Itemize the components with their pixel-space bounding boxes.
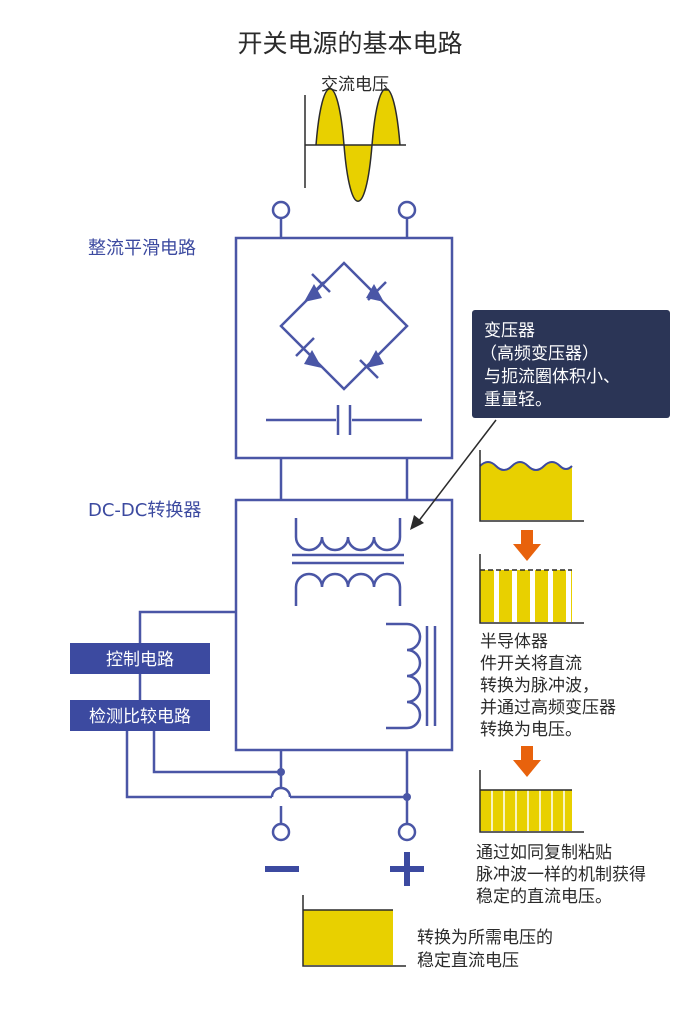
plus-symbol-icon — [404, 852, 410, 886]
minus-symbol-icon — [265, 866, 299, 872]
ripple-dc-graph — [479, 450, 584, 522]
dcdc-box — [234, 498, 454, 752]
copy-text-line: 通过如同复制粘贴 — [476, 843, 612, 863]
rectifier-box — [234, 236, 454, 460]
detect-wire-lower — [125, 731, 272, 799]
ac-label: 交流电压 — [321, 75, 389, 95]
capacitor-icon — [266, 405, 422, 435]
callout-line: 与扼流圈体积小、 — [484, 367, 620, 387]
rectifier-label: 整流平滑电路 — [88, 238, 196, 259]
choke-coil-icon — [386, 622, 437, 730]
junction-dot — [403, 793, 411, 801]
callout-line: 重量轻。 — [484, 390, 552, 410]
down-arrow-icon — [513, 746, 541, 777]
output-label-line: 稳定直流电压 — [417, 951, 519, 971]
output-dc-graph — [302, 895, 406, 967]
copy-text-line: 脉冲波一样的机制获得 — [476, 865, 646, 885]
control-circuit-box — [70, 643, 210, 674]
ac-wave-fill-3 — [372, 88, 400, 145]
ac-wave-line — [315, 88, 401, 202]
semiconductor-text-line: 转换为脉冲波， — [480, 676, 599, 696]
output-terminal-minus — [271, 822, 291, 842]
ac-wave-fill-1 — [316, 88, 344, 145]
detect-label: 检测比较电路 — [89, 707, 191, 727]
input-terminal-left — [271, 200, 291, 220]
semiconductor-text-line: 并通过高频变压器 — [480, 698, 616, 718]
bridge-diamond — [279, 261, 409, 391]
semiconductor-text-line: 件开关将直流 — [480, 654, 582, 674]
pulse-graph — [479, 554, 584, 624]
transformer-icon — [292, 518, 404, 606]
callout-box — [472, 310, 670, 418]
semiconductor-text-line: 转换为电压。 — [480, 720, 582, 740]
ac-wave-fill-2 — [344, 145, 372, 202]
stable-dc-graph — [479, 770, 584, 833]
diode-icon — [304, 273, 331, 302]
ac-waveform: 交流电压 — [304, 75, 406, 202]
callout-pointer — [417, 419, 497, 523]
transformer-callout: 变压器 （高频变压器） 与扼流圈体积小、 重量轻。 — [410, 310, 670, 530]
diode-icon — [359, 350, 384, 379]
detect-wire-upper — [152, 731, 281, 774]
callout-line: 变压器 — [484, 321, 535, 341]
callout-arrow-head — [410, 515, 424, 530]
input-terminal-right — [397, 200, 417, 220]
wire-crossover — [270, 786, 292, 798]
diagram-title: 开关电源的基本电路 — [237, 29, 462, 58]
diode-icon — [366, 281, 387, 302]
junction-dot — [277, 768, 285, 776]
copy-text-line: 稳定的直流电压。 — [476, 887, 612, 907]
diode-icon — [295, 337, 322, 368]
dcdc-label: DC-DC转换器 — [88, 500, 201, 521]
control-wire — [138, 610, 236, 643]
detect-circuit-box — [70, 700, 210, 731]
callout-line: （高频变压器） — [480, 344, 599, 364]
semiconductor-text-line: 半导体器 — [480, 632, 548, 652]
output-label-line: 转换为所需电压的 — [417, 928, 553, 948]
bridge-rectifier — [279, 261, 409, 391]
control-label: 控制电路 — [106, 650, 174, 670]
down-arrow-icon — [513, 530, 541, 561]
output-terminal-plus — [397, 822, 417, 842]
